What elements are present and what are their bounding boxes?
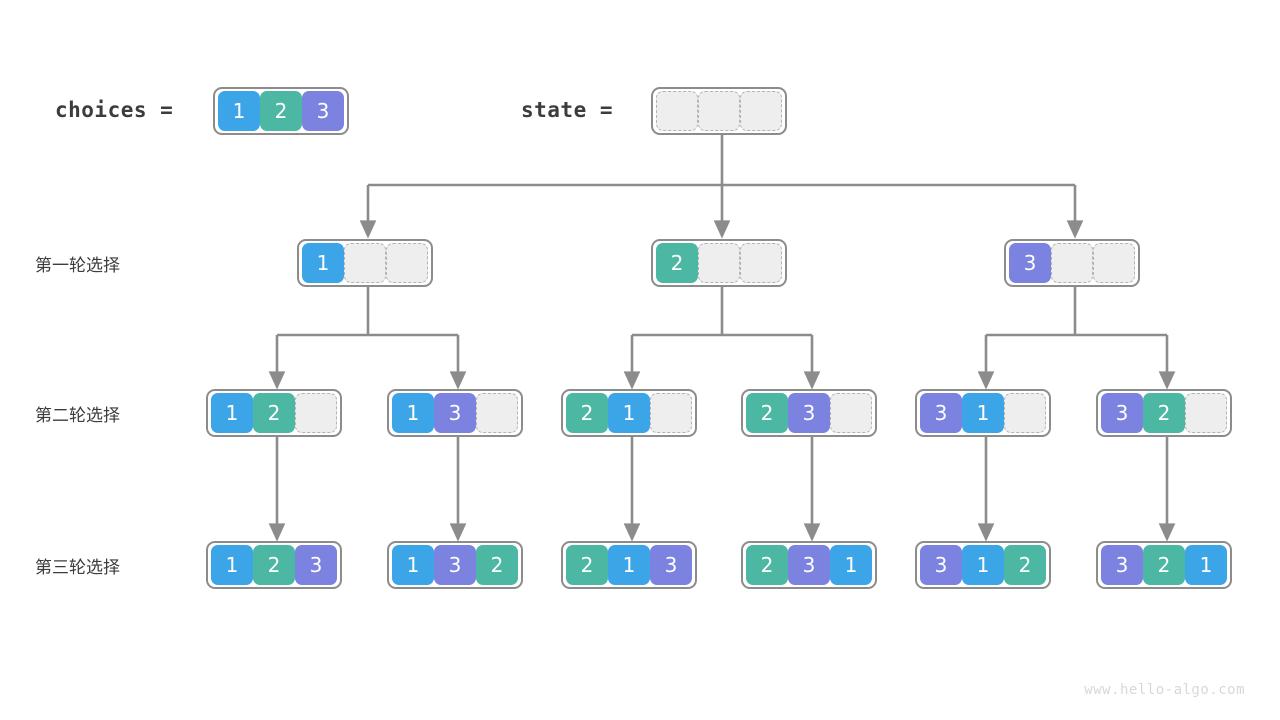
node-r1-3-cell-0: 3 <box>1009 243 1051 283</box>
node-r3-4-cell-0: 2 <box>746 545 788 585</box>
node-r3-1-cell-0: 1 <box>211 545 253 585</box>
node-r2-3-cell-0: 2 <box>566 393 608 433</box>
node-r2-2-cell-1: 3 <box>434 393 476 433</box>
node-r2-2-cell-0: 1 <box>392 393 434 433</box>
node-r1-1-cell-0: 1 <box>302 243 344 283</box>
node-r2-3-cell-1: 1 <box>608 393 650 433</box>
node-r3-1-cell-1: 2 <box>253 545 295 585</box>
tree-node-r1-1: 1 <box>297 239 433 287</box>
node-r3-4-cell-1: 3 <box>788 545 830 585</box>
node-r2-5-cell-1: 1 <box>962 393 1004 433</box>
node-r3-2-cell-2: 2 <box>476 545 518 585</box>
tree-node-r1-3: 3 <box>1004 239 1140 287</box>
node-r2-4-cell-2 <box>830 393 872 433</box>
node-r3-6-cell-2: 1 <box>1185 545 1227 585</box>
tree-node-r1-2: 2 <box>651 239 787 287</box>
node-r3-4-cell-2: 1 <box>830 545 872 585</box>
node-r1-2-cell-2 <box>740 243 782 283</box>
node-r1-2-cell-0: 2 <box>656 243 698 283</box>
node-r1-1-cell-1 <box>344 243 386 283</box>
row-label-round-3: 第三轮选择 <box>35 558 120 578</box>
node-r3-3-cell-0: 2 <box>566 545 608 585</box>
state-cell-0 <box>656 91 698 131</box>
node-r3-5-cell-2: 2 <box>1004 545 1046 585</box>
node-r1-1-cell-2 <box>386 243 428 283</box>
choices-cell-1: 2 <box>260 91 302 131</box>
node-r1-3-cell-2 <box>1093 243 1135 283</box>
node-r2-1-cell-2 <box>295 393 337 433</box>
node-r3-3-cell-1: 1 <box>608 545 650 585</box>
node-r2-6-cell-0: 3 <box>1101 393 1143 433</box>
node-r2-6-cell-1: 2 <box>1143 393 1185 433</box>
node-r2-4-cell-0: 2 <box>746 393 788 433</box>
node-r2-5-cell-0: 3 <box>920 393 962 433</box>
row-label-round-2: 第二轮选择 <box>35 406 120 426</box>
node-r2-5-cell-2 <box>1004 393 1046 433</box>
row-label-round-1: 第一轮选择 <box>35 256 120 276</box>
node-r1-2-cell-1 <box>698 243 740 283</box>
node-r3-5-cell-0: 3 <box>920 545 962 585</box>
choices-cell-2: 3 <box>302 91 344 131</box>
node-r3-2-cell-1: 3 <box>434 545 476 585</box>
choices-cell-0: 1 <box>218 91 260 131</box>
node-r2-1-cell-1: 2 <box>253 393 295 433</box>
state-label: state = <box>521 98 614 122</box>
watermark: www.hello-algo.com <box>1084 682 1245 698</box>
node-r2-1-cell-0: 1 <box>211 393 253 433</box>
node-r3-2-cell-0: 1 <box>392 545 434 585</box>
node-r3-6-cell-1: 2 <box>1143 545 1185 585</box>
node-r3-6-cell-0: 3 <box>1101 545 1143 585</box>
choices-label: choices = <box>55 98 174 122</box>
node-r2-2-cell-2 <box>476 393 518 433</box>
node-r2-4-cell-1: 3 <box>788 393 830 433</box>
node-r2-6-cell-2 <box>1185 393 1227 433</box>
node-r1-3-cell-1 <box>1051 243 1093 283</box>
node-r3-1-cell-2: 3 <box>295 545 337 585</box>
node-r3-3-cell-2: 3 <box>650 545 692 585</box>
state-cell-1 <box>698 91 740 131</box>
state-array <box>651 87 787 135</box>
state-cell-2 <box>740 91 782 131</box>
node-r3-5-cell-1: 1 <box>962 545 1004 585</box>
node-r2-3-cell-2 <box>650 393 692 433</box>
